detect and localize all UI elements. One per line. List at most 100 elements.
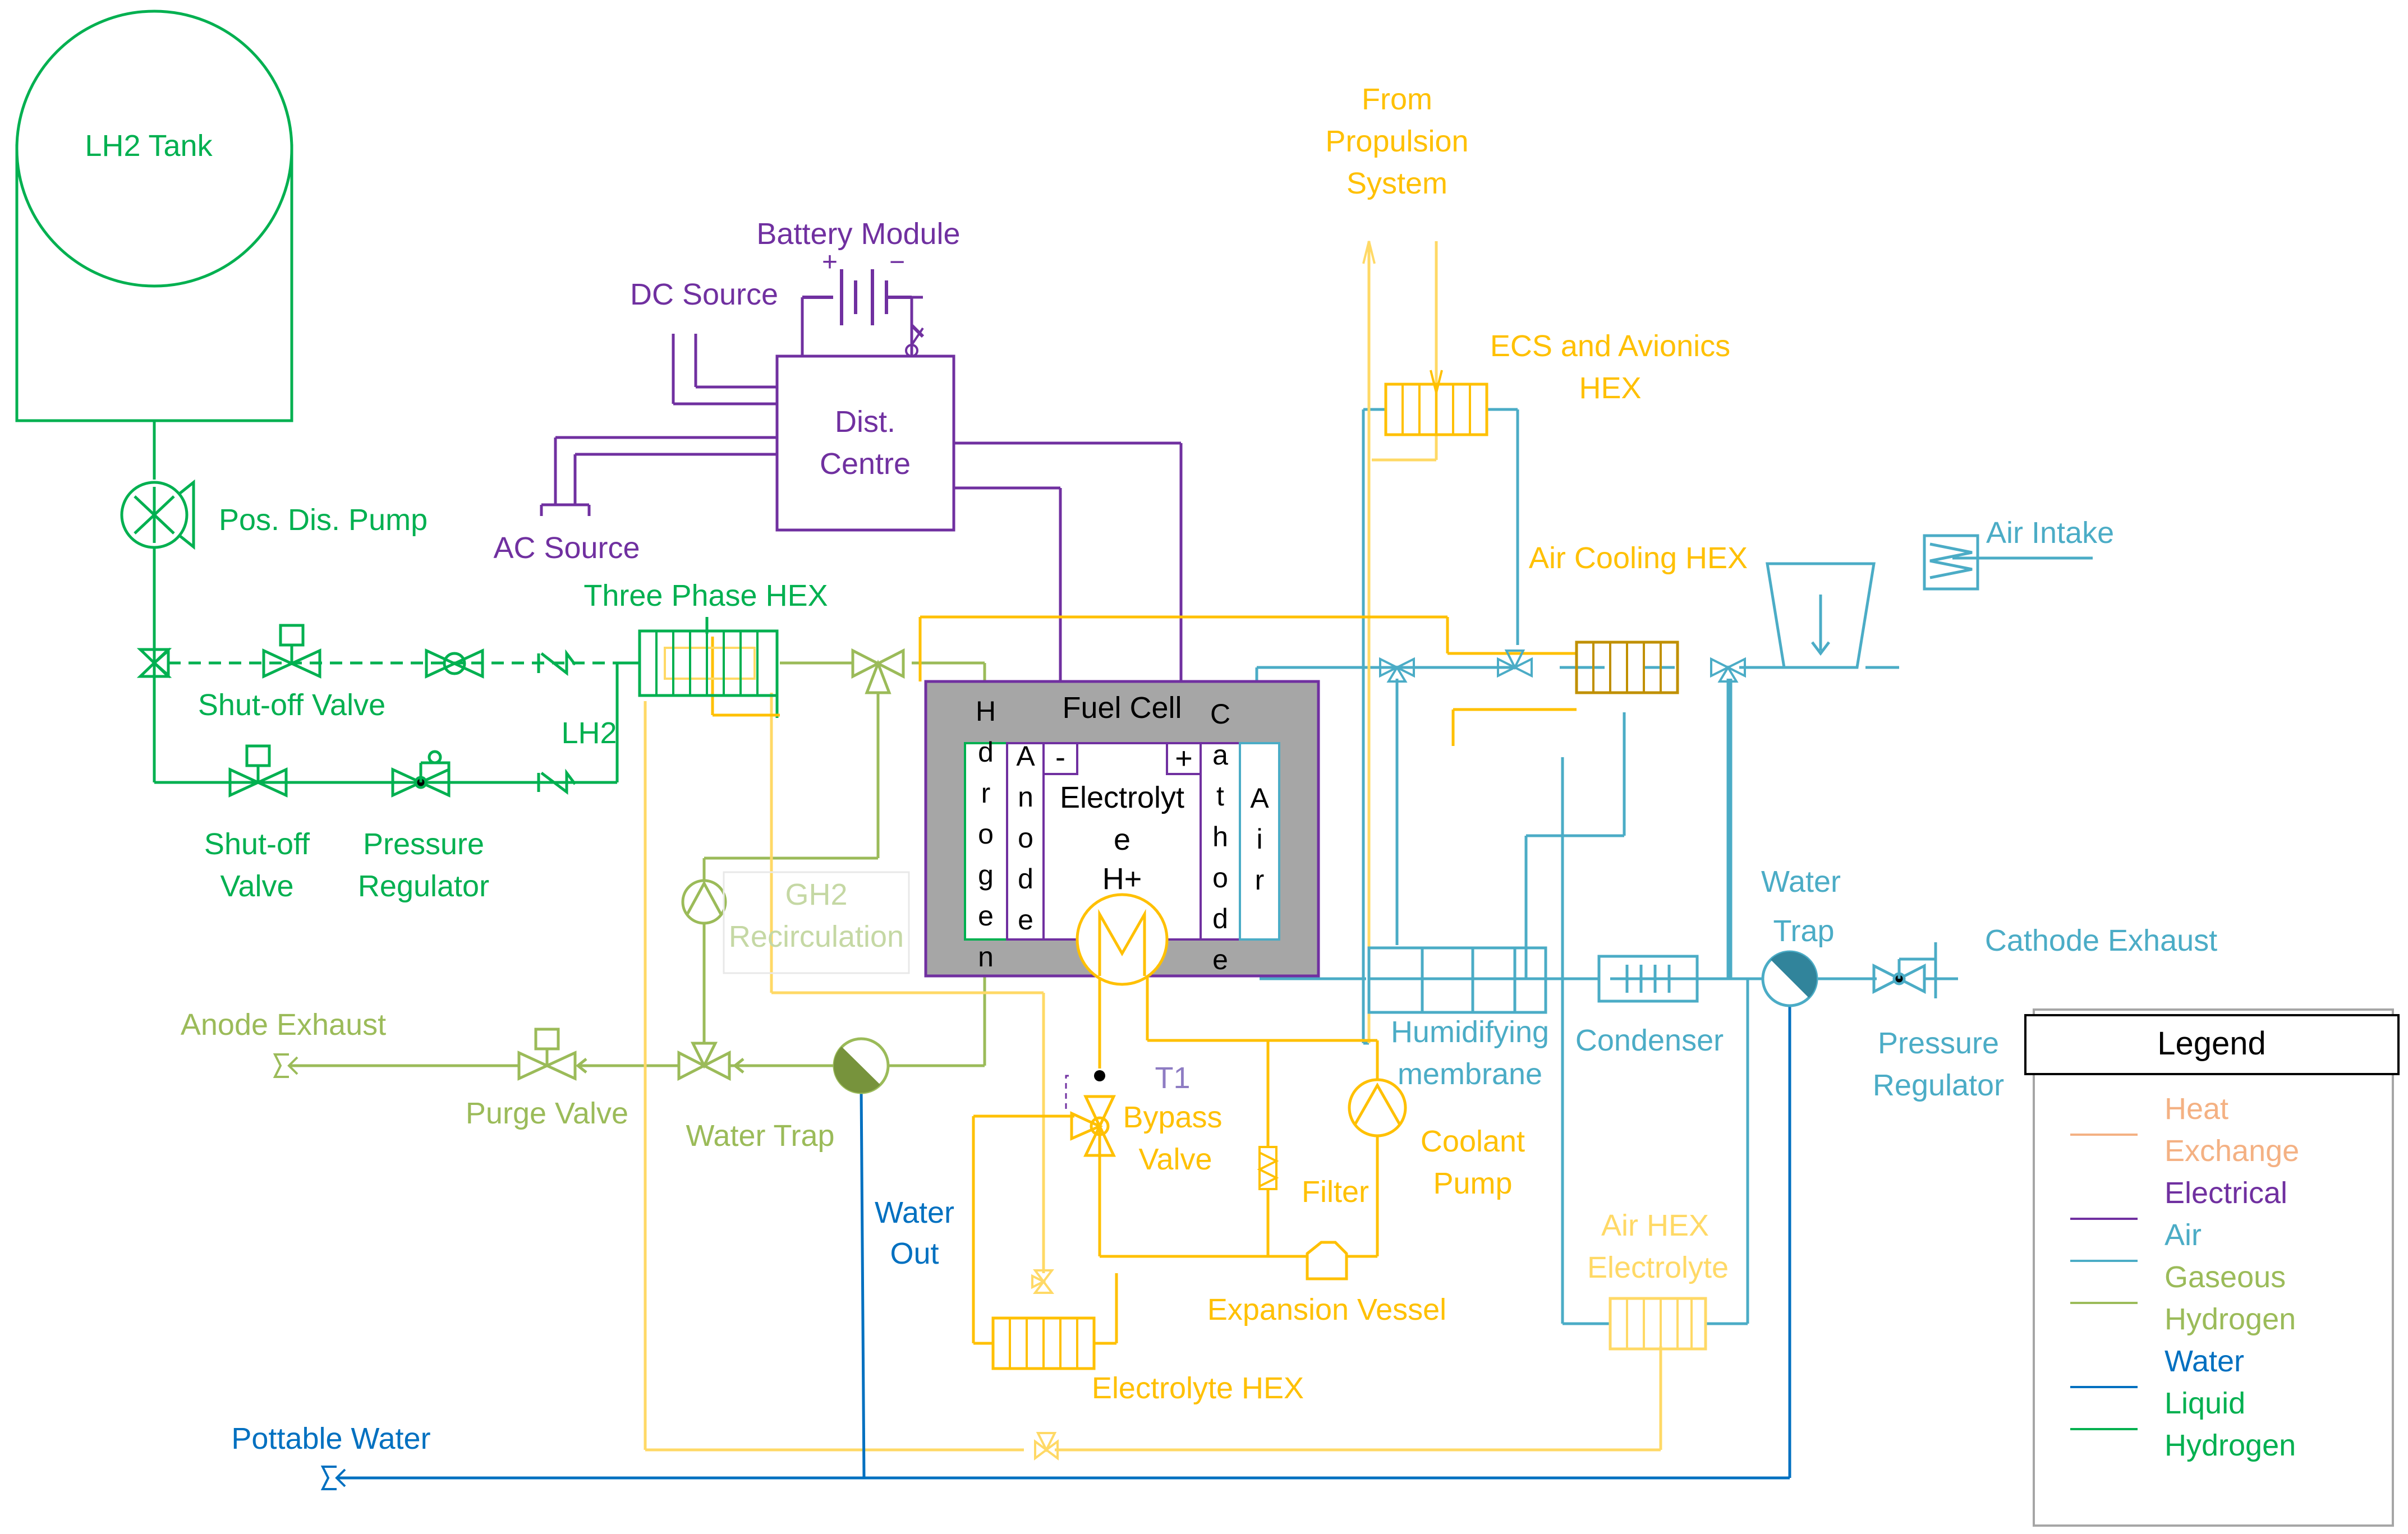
air-intake <box>1766 534 1979 669</box>
pressure-regulator-h2 <box>391 750 451 798</box>
legend-item-label-3-1: Hydrogen <box>2165 1302 2296 1336</box>
legend-item-label-5-0: Liquid <box>2165 1386 2245 1420</box>
condenser <box>1597 955 1699 1003</box>
lh2-tank-label: LH2 Tank <box>85 129 213 163</box>
fc-electrolyte-3: H+ <box>1102 862 1142 896</box>
air-intake-label: Air Intake <box>1986 516 2114 550</box>
legend-item-label-2-0: Air <box>2165 1218 2202 1252</box>
fc-cathode-letter-1: a <box>1212 739 1228 771</box>
from-propulsion-arrows <box>1362 241 1443 393</box>
pottable-water-label: Pottable Water <box>231 1422 430 1455</box>
ecs-avionics-hex-label-1: ECS and Avionics <box>1490 329 1730 363</box>
three-way-valve-lh2 <box>136 647 172 679</box>
fc-anode-letter-4: e <box>1018 904 1033 936</box>
coolant-pump-label-2: Pump <box>1433 1167 1512 1200</box>
fc-anode-letter-1: n <box>1018 781 1033 813</box>
air-hex-electrolyte-label-2: Electrolyte <box>1587 1251 1729 1284</box>
bypass-valve-label-1: Bypass <box>1123 1100 1222 1134</box>
electrolyte-valves <box>1031 1269 1059 1461</box>
three-way-valve-anode <box>677 1026 731 1081</box>
water-trap-anode <box>833 1037 890 1094</box>
fc-cathode-letter-0: C <box>1210 698 1230 730</box>
ac-source-label: AC Source <box>493 531 640 565</box>
coolant-pump <box>1348 1078 1407 1137</box>
fc-plus: + <box>1175 741 1193 775</box>
pressure-regulator-h2-label-1: Pressure <box>363 827 484 861</box>
fc-cathode-letter-3: h <box>1212 821 1228 853</box>
anode-exhaust-label: Anode Exhaust <box>181 1008 386 1042</box>
air-hex-electrolyte-label-1: Air HEX <box>1601 1209 1709 1242</box>
fuel-cell-coolant-hex <box>1076 893 1169 986</box>
air-valves <box>1379 649 1746 683</box>
water-out-label-2: Out <box>890 1237 939 1270</box>
cathode-exhaust-label: Cathode Exhaust <box>1985 924 2217 957</box>
fc-air-letter-1: i <box>1256 823 1262 855</box>
water-trap-cathode-label-2: Trap <box>1773 914 1834 948</box>
humidifying-membrane-label-1: Humidifying <box>1391 1015 1549 1049</box>
expansion-vessel-label: Expansion Vessel <box>1207 1293 1446 1326</box>
filter-label: Filter <box>1302 1175 1369 1209</box>
legend-item-label-4-0: Water <box>2165 1344 2244 1378</box>
legend-item-label-5-1: Hydrogen <box>2165 1429 2296 1462</box>
pottable-water-outlet <box>320 1466 346 1490</box>
fc-air-letter-2: r <box>1255 864 1265 896</box>
humidifying-membrane-label-2: membrane <box>1398 1057 1542 1091</box>
fc-hydrogen-letter-5: e <box>978 900 994 932</box>
legend-item-label-0-1: Exchange <box>2165 1134 2299 1168</box>
pos-dis-pump-label: Pos. Dis. Pump <box>219 503 428 537</box>
water-out-label-1: Water <box>875 1196 954 1229</box>
pressure-regulator-cathode-label-2: Regulator <box>1873 1068 2004 1102</box>
pressure-regulator-cathode-label-1: Pressure <box>1878 1026 1999 1060</box>
fc-hydrogen-letter-0: H <box>976 695 996 727</box>
coolant-lines <box>711 615 1577 1345</box>
fc-cathode-letter-5: d <box>1212 903 1228 934</box>
fc-cathode-letter-4: o <box>1212 862 1228 893</box>
air-hex-electrolyte <box>1609 1297 1707 1351</box>
lh2-tank: LH2 Tank <box>15 10 293 422</box>
three-phase-hex-label: Three Phase HEX <box>583 579 828 612</box>
air-cooling-hex-label: Air Cooling HEX <box>1529 541 1748 575</box>
shutoff-valve-bottom <box>228 744 288 798</box>
fc-cathode-letter-2: t <box>1216 780 1224 812</box>
gaseous-hydrogen-lines <box>289 661 986 1067</box>
check-valve-bottom <box>537 768 576 795</box>
shutoff-valve-bottom-label-2: Valve <box>220 869 293 903</box>
fc-hydrogen-letter-3: o <box>978 818 994 850</box>
bypass-valve-label-2: Valve <box>1138 1143 1212 1176</box>
pressure-regulator-h2-label-2: Regulator <box>358 869 489 903</box>
fc-electrolyte-1: Electrolyt <box>1060 781 1184 814</box>
electrical-lines <box>554 296 1183 743</box>
purge-valve <box>517 1028 745 1081</box>
filter <box>1257 1146 1279 1190</box>
fc-hydrogen-letter-6: n <box>978 941 994 973</box>
legend: Legend HeatExchangeElectricalAirGaseousH… <box>2024 1008 2400 1527</box>
dist-centre-label-1: Dist. <box>835 405 895 439</box>
water-trap-cathode-label-1: Water <box>1761 865 1841 899</box>
bypass-valve <box>1070 1095 1116 1157</box>
humidifying-membrane <box>1367 946 1547 1014</box>
legend-title: Legend <box>2157 1025 2266 1062</box>
fc-hydrogen-letter-1: d <box>978 736 994 768</box>
from-propulsion-label-3: System <box>1347 167 1447 200</box>
legend-item-label-1-0: Electrical <box>2165 1176 2287 1210</box>
electrolyte-hex <box>991 1316 1096 1370</box>
dc-source-label: DC Source <box>630 278 778 311</box>
fc-anode-letter-0: A <box>1016 740 1035 772</box>
pos-dis-pump <box>120 479 195 550</box>
ac-source-symbol <box>540 503 591 516</box>
from-propulsion-label-2: Propulsion <box>1325 125 1468 158</box>
t1-sensor <box>1065 1070 1105 1113</box>
battery-module-label: Battery Module <box>756 217 960 251</box>
purge-valve-label: Purge Valve <box>466 1097 628 1130</box>
shutoff-valve-top-label: Shut-off Valve <box>198 688 385 722</box>
three-way-valve-gh2 <box>851 648 905 694</box>
coolant-pump-label-1: Coolant <box>1421 1125 1525 1158</box>
fc-hydrogen-letter-4: g <box>978 859 994 891</box>
fc-anode-letter-2: o <box>1018 822 1033 854</box>
ecs-avionics-hex-label-2: HEX <box>1579 371 1641 405</box>
gh2-recirculation-label-2: Recirculation <box>729 920 904 953</box>
electrolyte-hex-label: Electrolyte HEX <box>1092 1371 1304 1405</box>
fc-cathode-letter-6: e <box>1212 944 1228 975</box>
